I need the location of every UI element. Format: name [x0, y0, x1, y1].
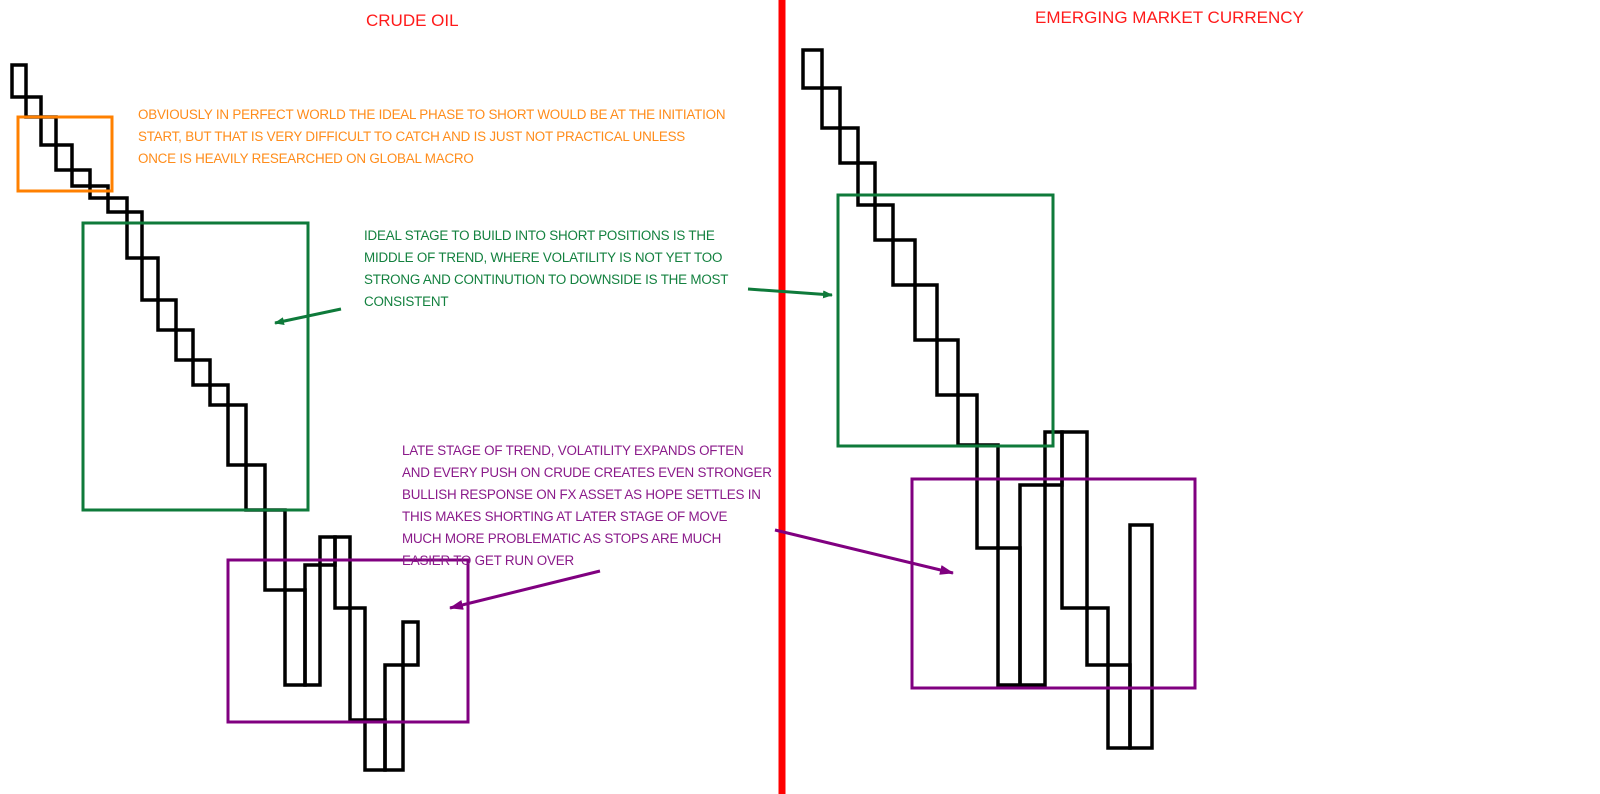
note-line: THIS MAKES SHORTING AT LATER STAGE OF MO… — [402, 509, 728, 524]
price-brick — [913, 283, 939, 342]
price-brick — [801, 48, 824, 90]
arrow-to-late-crude — [449, 569, 601, 610]
price-brick — [333, 535, 352, 610]
price-brick — [244, 463, 267, 512]
note-line: STRONG AND CONTINUTION TO DOWNSIDE IS TH… — [364, 272, 729, 287]
price-brick — [975, 443, 1000, 550]
price-brick — [125, 210, 144, 260]
price-brick — [401, 620, 420, 667]
middle-stage-box-crude — [81, 221, 310, 512]
price-brick — [348, 606, 367, 722]
crude-oil-bricks — [10, 63, 420, 772]
price-brick — [856, 161, 877, 207]
price-brick — [935, 338, 960, 397]
price-brick — [820, 86, 842, 130]
middle-stage-box-fx — [836, 193, 1055, 448]
late-stage-box-crude — [226, 558, 470, 724]
price-brick — [1085, 606, 1110, 667]
early-stage-box — [16, 115, 114, 193]
late-stage-box-fx — [910, 477, 1197, 690]
price-brick — [1018, 483, 1047, 687]
price-brick — [1106, 663, 1132, 750]
price-brick — [303, 563, 322, 687]
price-brick — [10, 63, 28, 99]
note-line: ONCE IS HEAVILY RESEARCHED ON GLOBAL MAC… — [138, 151, 474, 166]
price-brick — [263, 508, 287, 592]
price-brick — [156, 298, 178, 332]
price-brick — [226, 403, 248, 467]
price-brick — [956, 393, 979, 447]
note-line: MUCH MORE PROBLEMATIC AS STOPS ARE MUCH — [402, 531, 722, 546]
price-brick — [1128, 523, 1154, 750]
price-brick — [54, 143, 74, 172]
price-brick — [873, 203, 895, 242]
price-brick — [191, 358, 212, 387]
price-brick — [1060, 430, 1089, 610]
price-brick — [383, 663, 405, 772]
price-brick — [106, 196, 129, 214]
em-currency-title: EMERGING MARKET CURRENCY — [1035, 8, 1304, 27]
note-line: OBVIOUSLY IN PERFECT WORLD THE IDEAL PHA… — [138, 107, 726, 122]
late-stage-note: LATE STAGE OF TREND, VOLATILITY EXPANDS … — [402, 440, 772, 572]
note-line: CONSISTENT — [364, 294, 449, 309]
arrow-to-middle-fx — [747, 287, 833, 299]
note-line: AND EVERY PUSH ON CRUDE CREATES EVEN STR… — [402, 465, 772, 480]
price-brick — [70, 168, 92, 188]
arrow-to-middle-crude — [274, 307, 342, 326]
price-brick — [39, 115, 58, 147]
arrow-to-late-fx — [774, 528, 954, 575]
note-line: LATE STAGE OF TREND, VOLATILITY EXPANDS … — [402, 443, 744, 458]
crude-oil-title: CRUDE OIL — [366, 11, 459, 30]
price-brick — [838, 126, 860, 165]
price-brick — [24, 95, 43, 119]
note-line: EASIER TO GET RUN OVER — [402, 553, 574, 568]
early-stage-note: OBVIOUSLY IN PERFECT WORLD THE IDEAL PHA… — [138, 104, 726, 170]
note-line: IDEAL STAGE TO BUILD INTO SHORT POSITION… — [364, 228, 715, 243]
em-currency-bricks — [801, 48, 1154, 750]
price-brick — [208, 383, 230, 407]
note-line: START, BUT THAT IS VERY DIFFICULT TO CAT… — [138, 129, 686, 144]
price-brick — [996, 546, 1022, 687]
note-line: MIDDLE OF TREND, WHERE VOLATILITY IS NOT… — [364, 250, 723, 265]
note-line: BULLISH RESPONSE ON FX ASSET AS HOPE SET… — [402, 487, 761, 502]
price-brick — [363, 718, 387, 772]
price-brick — [174, 328, 195, 362]
price-brick — [140, 256, 160, 302]
price-brick — [891, 238, 917, 287]
price-brick — [283, 588, 307, 687]
middle-stage-note: IDEAL STAGE TO BUILD INTO SHORT POSITION… — [364, 225, 728, 313]
